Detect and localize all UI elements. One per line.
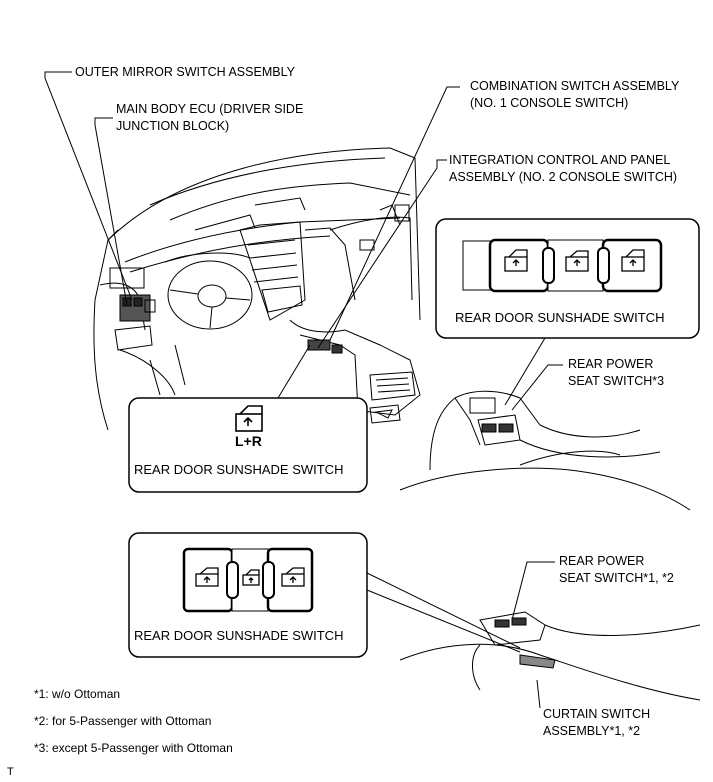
main-body-ecu-label: MAIN BODY ECU (DRIVER SIDE JUNCTION BLOC… [116, 102, 304, 133]
sunshade-switch-icon [235, 405, 263, 432]
combination-switch-label: COMBINATION SWITCH ASSEMBLY (NO. 1 CONSO… [470, 79, 680, 110]
leader-bottom-1 [366, 572, 521, 649]
corner-mark: T [7, 766, 14, 778]
sunshade-switch-icon [195, 567, 305, 587]
callout-middle-left [128, 397, 368, 493]
footnote-3: *3: except 5-Passenger with Ottoman [34, 741, 233, 755]
leader-bottom-2 [366, 589, 521, 653]
sunshade-switch-icon [504, 249, 645, 272]
leader-rear-power-1 [511, 364, 563, 411]
leader-combination [329, 86, 460, 341]
footnote-1: *1: w/o Ottoman [34, 687, 121, 701]
rear-power-seat-label-1: REAR POWER SEAT SWITCH*3 [568, 357, 665, 388]
middle-left-caption: REAR DOOR SUNSHADE SWITCH [134, 462, 344, 477]
callout-top-right [435, 218, 700, 339]
callout-bottom-left [128, 532, 368, 658]
rear-seat-illustration-upper [399, 390, 691, 511]
integration-control-label: INTEGRATION CONTROL AND PANEL ASSEMBLY (… [449, 153, 678, 184]
top-right-caption: REAR DOOR SUNSHADE SWITCH [455, 310, 665, 325]
leader-integration [317, 159, 447, 349]
leader-midcallout [277, 344, 311, 399]
leader-curtain [536, 679, 541, 709]
middle-left-switch-text: L+R [235, 433, 262, 449]
leader-main-body-ecu [94, 117, 128, 306]
outer-mirror-label: OUTER MIRROR SWITCH ASSEMBLY [75, 65, 295, 79]
bottom-left-caption: REAR DOOR SUNSHADE SWITCH [134, 628, 344, 643]
leader-topright [504, 337, 546, 406]
rear-power-seat-label-2: REAR POWER SEAT SWITCH*1, *2 [559, 554, 674, 585]
leader-outer-mirror [44, 71, 133, 301]
leader-lines [44, 71, 563, 709]
rear-seat-illustration-lower [399, 611, 701, 701]
dashboard-illustration [93, 147, 421, 431]
curtain-switch-label: CURTAIN SWITCH ASSEMBLY*1, *2 [543, 707, 651, 738]
leader-rear-power-2 [511, 561, 555, 621]
footnote-2: *2: for 5-Passenger with Ottoman [34, 714, 212, 728]
